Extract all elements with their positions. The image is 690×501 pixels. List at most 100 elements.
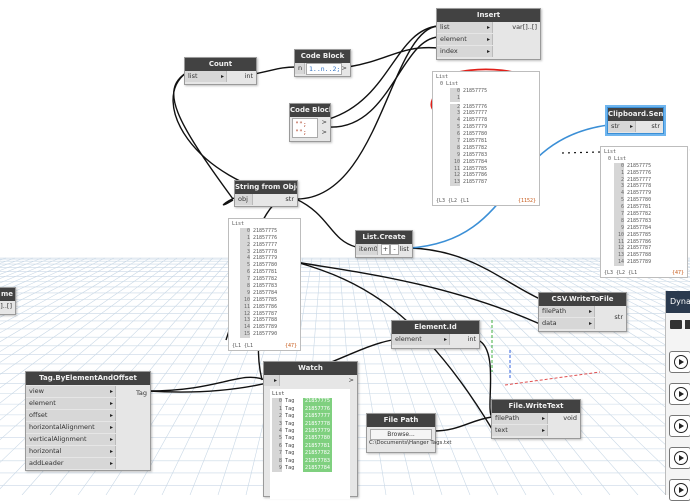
input-port-horizontal[interactable]: horizontal▸ <box>26 446 116 457</box>
input-port-element[interactable]: element▸ <box>392 334 450 345</box>
item-value: 21857781 <box>253 269 278 276</box>
axis-red <box>504 371 601 386</box>
node-file-write-text[interactable]: File.WriteText filePath▸ text▸ void <box>491 399 581 439</box>
node-csv-write-to-file[interactable]: CSV.WriteToFile filePath▸ data▸ str <box>538 292 627 332</box>
output-port-int[interactable]: int <box>467 335 476 343</box>
output-port[interactable]: > <box>341 64 347 72</box>
item-index: 8 <box>240 283 250 290</box>
item-index: 6 <box>272 442 282 451</box>
play-button[interactable] <box>669 479 690 501</box>
output-port-str[interactable]: str <box>651 122 660 130</box>
node-list-create[interactable]: List.Create item0 + - list <box>355 230 413 258</box>
play-button[interactable] <box>669 447 690 469</box>
item-index: 5 <box>614 197 624 205</box>
add-input-button[interactable]: + <box>381 244 390 255</box>
node-partial-left[interactable]: me []..[] <box>0 287 16 315</box>
input-port-verticalalignment[interactable]: verticalAlignment▸ <box>26 434 116 445</box>
item-index: 10 <box>450 158 460 166</box>
node-tag-by-element-and-offset[interactable]: Tag.ByElementAndOffset view▸element▸offs… <box>25 371 151 471</box>
preview-footer: {L3 {L2 {L1{1152} <box>436 198 536 204</box>
input-port-obj[interactable]: obj <box>235 194 253 205</box>
output-port[interactable]: var[]..[] <box>512 23 537 31</box>
output-port-list[interactable]: list <box>399 245 409 253</box>
item-index: 7 <box>272 450 282 458</box>
item-index: 3 <box>240 248 250 256</box>
play-button[interactable] <box>669 383 690 405</box>
item-index: 7 <box>450 138 460 145</box>
node-code-block-range[interactable]: Code Block n 1..n..2; > <box>294 49 351 77</box>
input-port-filepath[interactable]: filePath▸ <box>539 306 595 317</box>
grid-line <box>437 257 667 495</box>
node-title: CSV.WriteToFile <box>539 293 626 306</box>
input-port-list[interactable]: list▸ <box>185 71 227 82</box>
output-port-int[interactable]: int <box>244 72 253 80</box>
input-port-addleader[interactable]: addLeader▸ <box>26 458 116 469</box>
item-index: 1 <box>240 234 250 242</box>
node-insert[interactable]: Insert list▸ element▸ index▸ var[]..[] <box>436 8 541 60</box>
node-title: List.Create <box>356 231 412 244</box>
input-port-text[interactable]: text▸ <box>492 425 548 436</box>
input-port-data[interactable]: data▸ <box>539 318 595 329</box>
node-file-path[interactable]: File Path Browse... C:\Documents\Hanger … <box>366 413 451 453</box>
input-port-view[interactable]: view▸ <box>26 386 116 397</box>
item-type: Tag <box>285 413 295 420</box>
node-clipboard-send-to[interactable]: Clipboard.SendTo str▸ str <box>607 107 664 134</box>
input-port-horizontalalignment[interactable]: horizontalAlignment▸ <box>26 422 116 433</box>
output-port-str[interactable]: str <box>285 195 294 203</box>
preview-footer: {L1 {L1{47} <box>232 343 297 349</box>
item-index: 0 <box>272 398 282 406</box>
code-line: ""; <box>295 128 307 136</box>
output-port[interactable]: []..[] <box>0 302 12 310</box>
input-port-item0[interactable]: item0 <box>356 244 378 255</box>
node-element-id[interactable]: Element.Id element▸ int <box>391 320 480 349</box>
output-port-void[interactable]: void <box>563 414 577 422</box>
input-port-index[interactable]: index▸ <box>437 46 493 57</box>
output-port-tag[interactable]: Tag <box>135 389 147 397</box>
node-title: Code Block <box>295 50 350 63</box>
browse-button[interactable]: Browse... <box>370 429 432 440</box>
item-index: 8 <box>450 144 460 152</box>
output-port-str[interactable]: str <box>614 313 623 321</box>
input-port-list[interactable]: list▸ <box>437 22 493 33</box>
item-value: 21857787 <box>463 179 488 186</box>
code-editor[interactable]: ""; ""; <box>292 118 318 138</box>
item-value: 21857776 <box>253 234 278 241</box>
node-string-from-object[interactable]: String from Object obj str <box>234 180 298 207</box>
output-port-2[interactable]: > <box>321 128 327 136</box>
item-type: Tag <box>285 450 295 457</box>
item-index: 11 <box>614 238 624 246</box>
output-port[interactable]: > <box>348 376 354 384</box>
play-button[interactable] <box>669 415 690 437</box>
item-value: 21857781 <box>627 204 652 211</box>
input-port-n[interactable]: n <box>295 63 305 74</box>
code-editor[interactable]: 1..n..2; <box>306 63 342 75</box>
item-index: 7 <box>240 276 250 284</box>
item-index: 14 <box>614 259 624 267</box>
node-count[interactable]: Count list▸ int <box>184 57 257 85</box>
remove-input-button[interactable]: - <box>390 244 399 255</box>
item-value: 21857777 <box>253 241 278 248</box>
input-port-element[interactable]: element▸ <box>26 398 116 409</box>
play-button[interactable] <box>669 351 690 373</box>
input-port-str[interactable]: str▸ <box>608 121 636 132</box>
input-port[interactable]: ▸ <box>264 375 280 386</box>
item-value: 21857779 <box>303 427 332 436</box>
input-port-element[interactable]: element▸ <box>437 34 493 45</box>
folder-icon[interactable] <box>670 320 682 329</box>
input-port-offset[interactable]: offset▸ <box>26 410 116 421</box>
refresh-icon[interactable] <box>685 320 690 329</box>
output-port-1[interactable]: > <box>321 118 327 126</box>
input-port-filepath[interactable]: filePath▸ <box>492 413 548 424</box>
node-code-block-strings[interactable]: Code Block ""; ""; > > <box>289 103 331 142</box>
